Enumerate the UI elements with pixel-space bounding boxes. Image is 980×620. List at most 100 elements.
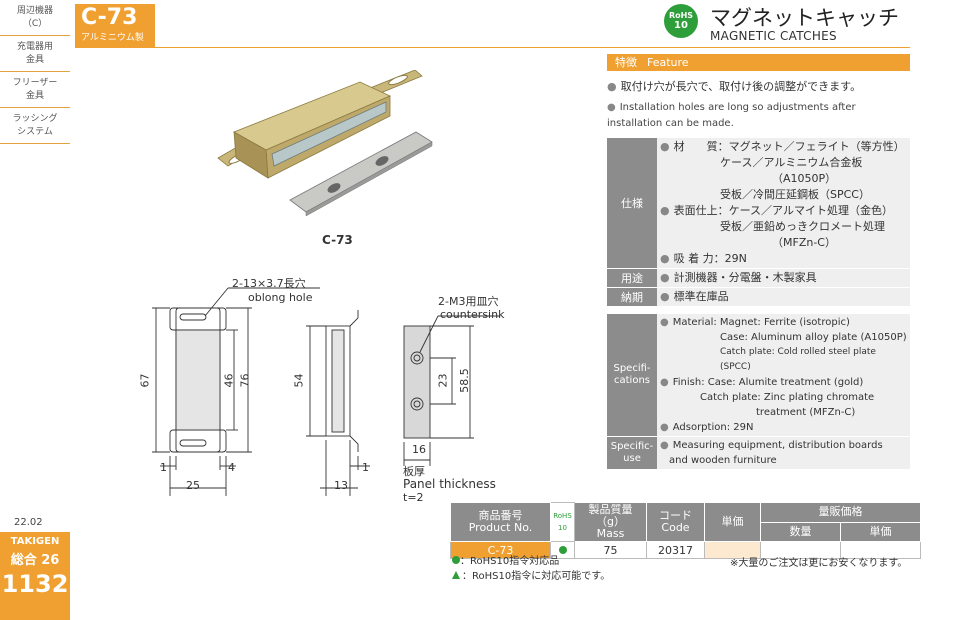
- use-label: 用途: [607, 268, 657, 288]
- col-label: コード: [659, 509, 692, 522]
- bulk-order-note: ※大量のご注文は更にお安くなります。: [730, 558, 908, 569]
- catalog-number: 総合 26: [10, 553, 60, 568]
- col-price: 単価: [704, 502, 761, 542]
- bullet-icon: ●: [660, 140, 670, 153]
- panel-thickness-en: Panel thickness: [403, 477, 496, 491]
- sidebar-item-label: 充電器用: [16, 41, 53, 52]
- feature-label-en: Feature: [647, 56, 689, 69]
- use-en-label-line: Specific-: [610, 441, 654, 452]
- dim-25: 25: [186, 479, 200, 492]
- sidebar-item-charger[interactable]: 充電器用 金具: [0, 36, 70, 72]
- adsorption-value: 吸 着 力：29N: [673, 252, 747, 265]
- rohs-compliant-icon: [558, 545, 567, 554]
- dim-54: 54: [292, 373, 306, 388]
- col-label: 商品番号: [478, 509, 523, 522]
- rohs-compliant-icon: [452, 556, 460, 564]
- spec-en-values: ● Material: Magnet: Ferrite (isotropic) C…: [657, 314, 910, 437]
- delivery-text: 標準在庫品: [673, 290, 729, 303]
- spec-en-label-line: Specifi-: [613, 363, 651, 374]
- page-title: マグネットキャッチ: [710, 6, 899, 30]
- col-rohs: RoHS 10: [550, 502, 575, 542]
- hole-note-en: oblong hole: [248, 291, 313, 304]
- feature-text-jp: ●取付け穴が長穴で、取付け後の調整ができます。: [607, 78, 910, 94]
- sidebar-item-label: 金具: [25, 90, 44, 101]
- panel-thickness-value: t=2: [403, 491, 424, 504]
- dim-23: 23: [436, 373, 450, 388]
- use-value: ●計測機器・分電盤・木製家具: [657, 268, 910, 288]
- material-en: Material: Magnet: Ferrite (isotropic): [672, 317, 850, 328]
- material-value: マグネット／フェライト（等方性）: [728, 140, 905, 153]
- dim-67: 67: [138, 373, 152, 388]
- feature-text: 取付け穴が長穴で、取付け後の調整ができます。: [620, 80, 862, 93]
- edition-date: 22.02: [14, 517, 43, 528]
- price-value: [704, 541, 761, 559]
- dim-46: 46: [222, 373, 236, 388]
- sidebar-item-peripherals[interactable]: 周辺機器 （C）: [0, 0, 70, 36]
- feature-text-en: ●Installation holes are long so adjustme…: [607, 100, 910, 132]
- brand-name: TAKIGEN: [10, 536, 60, 547]
- delivery-label: 納期: [607, 287, 657, 307]
- bullet-icon: ●: [607, 80, 617, 93]
- finish-value: （MFZn-C）: [772, 236, 836, 249]
- model-box: C-73 アルミニウム製: [75, 4, 155, 48]
- material-label: 材 質：: [673, 140, 729, 153]
- material-value: 受板／冷間圧延鋼板（SPCC）: [720, 188, 870, 201]
- bullet-icon: ●: [660, 440, 669, 451]
- col-label: RoHS: [553, 512, 572, 520]
- countersink-note-en: countersink: [440, 308, 505, 321]
- col-label: 製品質量（g）: [588, 503, 633, 528]
- col-mass: 製品質量（g）Mass: [574, 502, 647, 542]
- header-divider: [155, 47, 910, 48]
- legend-notes: ：RoHS10指令対応品 ：RoHS10指令に対応可能です。: [452, 554, 610, 584]
- finish-value: 受板／亜鉛めっきクロメート処理: [720, 220, 885, 233]
- finish-en: Finish: Case: Alumite treatment (gold): [672, 377, 864, 388]
- rohs-badge-number: 10: [674, 20, 688, 31]
- sidebar-item-label: 金具: [25, 54, 44, 65]
- delivery-value: ●標準在庫品: [657, 287, 910, 307]
- col-qty: 数量: [760, 521, 841, 542]
- col-volume: 量販価格: [760, 502, 921, 523]
- finish-value: ケース／アルマイト処理（金色）: [728, 204, 893, 217]
- dim-16: 16: [412, 443, 426, 456]
- material-en: Case: Aluminum alloy plate (A1050P): [720, 332, 907, 343]
- sidebar-item-lashing[interactable]: ラッシング システム: [0, 108, 70, 144]
- countersink-note-jp: 2-M3用皿穴: [438, 295, 499, 308]
- bullet-icon: ●: [660, 377, 669, 388]
- material-value: ケース／アルミニウム合金板: [720, 156, 863, 169]
- use-en-label: Specific-use: [607, 436, 657, 470]
- rohs-badge-text: RoHS: [668, 11, 694, 20]
- sidebar-item-label: 周辺機器: [16, 5, 53, 16]
- bullet-icon: ●: [660, 271, 670, 284]
- col-label: Mass: [596, 527, 625, 540]
- hole-note-jp: 2-13×3.7長穴: [232, 277, 306, 290]
- rohs-available-icon: [452, 571, 460, 579]
- dim-13: 13: [334, 479, 348, 492]
- use-text: 計測機器・分電盤・木製家具: [673, 271, 817, 284]
- product-photo: [217, 70, 433, 217]
- sidebar-item-freezer[interactable]: フリーザー 金具: [0, 72, 70, 108]
- note-text: ：RoHS10指令対応品: [460, 556, 560, 567]
- spec-en-label: Specifi-cations: [607, 314, 657, 437]
- col-label: 10: [558, 524, 567, 532]
- material-en: Catch plate: Cold rolled steel plate (SP…: [720, 347, 876, 372]
- dim-4: 4: [228, 461, 235, 474]
- material-value: （A1050P）: [772, 172, 837, 185]
- spec-table-en: Specifi-cations ● Material: Magnet: Ferri…: [607, 314, 910, 470]
- finish-en: Catch plate: Zinc plating chromate: [700, 392, 875, 403]
- dim-1-right: 1: [362, 461, 369, 474]
- bullet-icon: ●: [607, 102, 616, 113]
- rohs-badge-icon: RoHS 10: [664, 4, 698, 38]
- dim-58-5: 58.5: [457, 368, 471, 393]
- feature-text: Installation holes are long so adjustmen…: [607, 102, 856, 129]
- sidebar-item-label: システム: [17, 126, 53, 137]
- finish-label: 表面仕上：: [673, 204, 729, 217]
- dim-76: 76: [238, 373, 252, 388]
- finish-en: treatment (MFZn-C): [756, 407, 856, 418]
- feature-label-jp: 特徴: [615, 56, 637, 69]
- photo-caption: C-73: [322, 233, 353, 247]
- note-text: ：RoHS10指令に対応可能です。: [462, 571, 611, 582]
- model-material: アルミニウム製: [81, 33, 144, 43]
- spec-label: 仕様: [607, 138, 657, 269]
- product-number[interactable]: C-73: [450, 541, 551, 559]
